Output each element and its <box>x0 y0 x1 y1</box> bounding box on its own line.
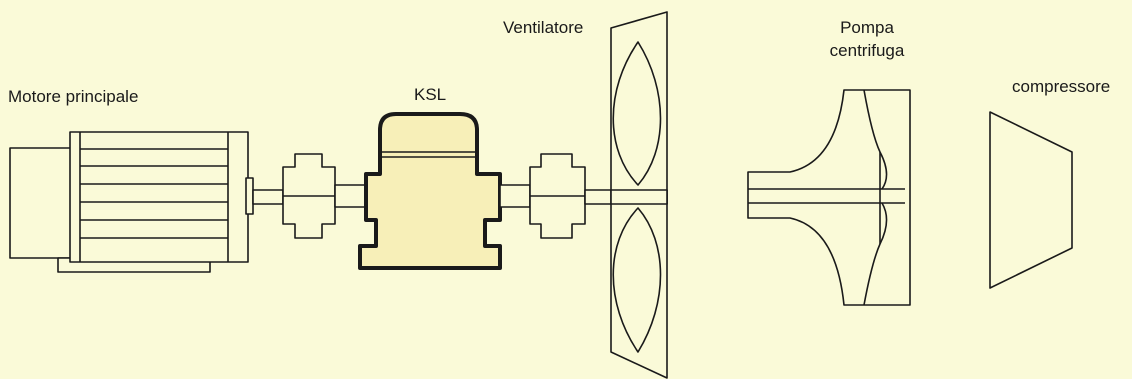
pump-label-line1: Pompa <box>840 18 894 37</box>
shaft-2 <box>334 184 369 208</box>
motor-label: Motore principale <box>8 87 139 106</box>
coupling-1 <box>282 153 336 239</box>
coupling-2 <box>529 153 586 239</box>
ksl-unit <box>358 112 502 270</box>
shaft-3 <box>499 184 531 208</box>
fan <box>610 11 668 379</box>
ksl-label: KSL <box>414 85 447 104</box>
centrifugal-pump <box>747 89 911 306</box>
compressor-label: compressore <box>1012 77 1111 96</box>
pump-label-line2: centrifuga <box>829 41 905 60</box>
shaft-1 <box>252 189 284 205</box>
compressor <box>989 111 1073 289</box>
main-motor <box>9 131 254 273</box>
fan-label: Ventilatore <box>503 18 584 37</box>
